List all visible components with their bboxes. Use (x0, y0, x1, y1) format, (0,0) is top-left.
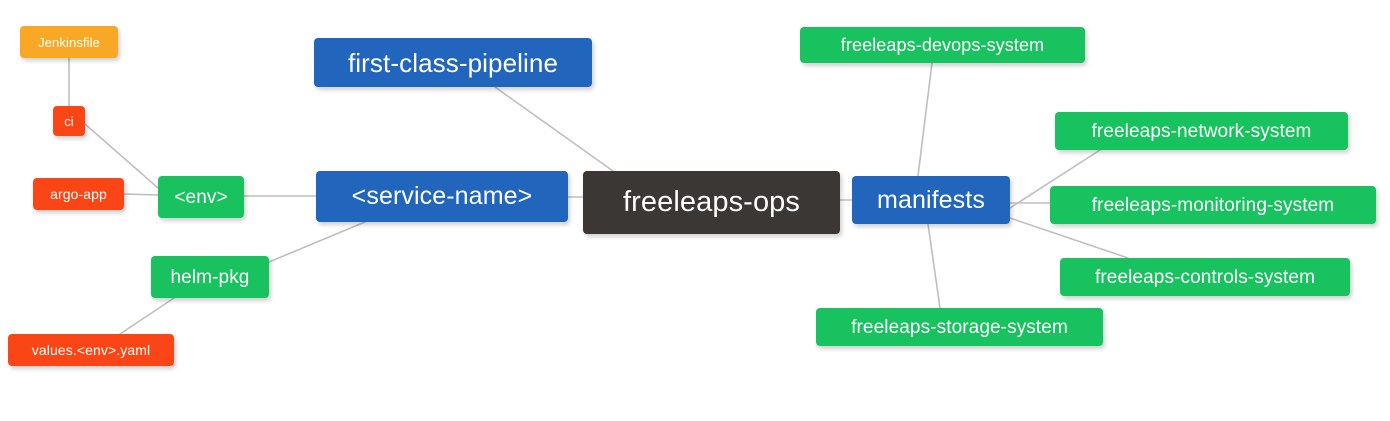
edge-manifests-to-freeleaps-storage-system (927, 223, 941, 309)
node-env[interactable]: <env> (158, 176, 244, 218)
node-label-ci: ci (64, 113, 74, 129)
node-label-freeleaps-network-system: freeleaps-network-system (1091, 120, 1312, 142)
node-service-name[interactable]: <service-name> (316, 171, 568, 222)
node-label-freeleaps-ops: freeleaps-ops (622, 186, 800, 218)
node-label-helm-pkg: helm-pkg (170, 266, 250, 288)
node-label-freeleaps-storage-system: freeleaps-storage-system (851, 316, 1068, 338)
node-freeleaps-network-system[interactable]: freeleaps-network-system (1055, 112, 1348, 150)
node-helm-pkg[interactable]: helm-pkg (151, 256, 269, 298)
node-freeleaps-monitoring-system[interactable]: freeleaps-monitoring-system (1050, 186, 1376, 224)
edge-manifests-to-freeleaps-controls-system (1009, 217, 1129, 259)
node-first-class-pipeline[interactable]: first-class-pipeline (314, 38, 592, 87)
node-freeleaps-ops[interactable]: freeleaps-ops (583, 171, 840, 234)
node-argo-app[interactable]: argo-app (33, 178, 124, 210)
edge-manifests-to-freeleaps-devops-system (917, 62, 933, 177)
node-label-freeleaps-controls-system: freeleaps-controls-system (1094, 266, 1316, 288)
node-label-values-yaml: values.<env>.yaml (31, 342, 151, 358)
edge-service-name-to-helm-pkg (268, 221, 366, 263)
edge-first-class-pipeline-to-freeleaps-ops (494, 86, 614, 172)
node-freeleaps-storage-system[interactable]: freeleaps-storage-system (816, 308, 1103, 346)
node-freeleaps-controls-system[interactable]: freeleaps-controls-system (1060, 258, 1350, 296)
node-values-yaml[interactable]: values.<env>.yaml (8, 334, 174, 366)
edge-argo-app-to-env (123, 193, 159, 196)
node-label-service-name: <service-name> (351, 182, 533, 210)
node-label-argo-app: argo-app (50, 186, 107, 202)
node-ci[interactable]: ci (53, 106, 85, 136)
node-label-jenkinsfile: Jenkinsfile (38, 34, 100, 50)
node-label-env: <env> (174, 186, 228, 208)
node-label-first-class-pipeline: first-class-pipeline (347, 47, 559, 78)
node-manifests[interactable]: manifests (852, 176, 1010, 224)
edge-helm-pkg-to-values-yaml (119, 297, 175, 335)
node-label-manifests: manifests (877, 185, 985, 214)
node-label-freeleaps-monitoring-system: freeleaps-monitoring-system (1091, 194, 1335, 216)
node-label-freeleaps-devops-system: freeleaps-devops-system (840, 35, 1045, 55)
node-jenkinsfile[interactable]: Jenkinsfile (20, 26, 118, 58)
node-freeleaps-devops-system[interactable]: freeleaps-devops-system (800, 27, 1085, 63)
